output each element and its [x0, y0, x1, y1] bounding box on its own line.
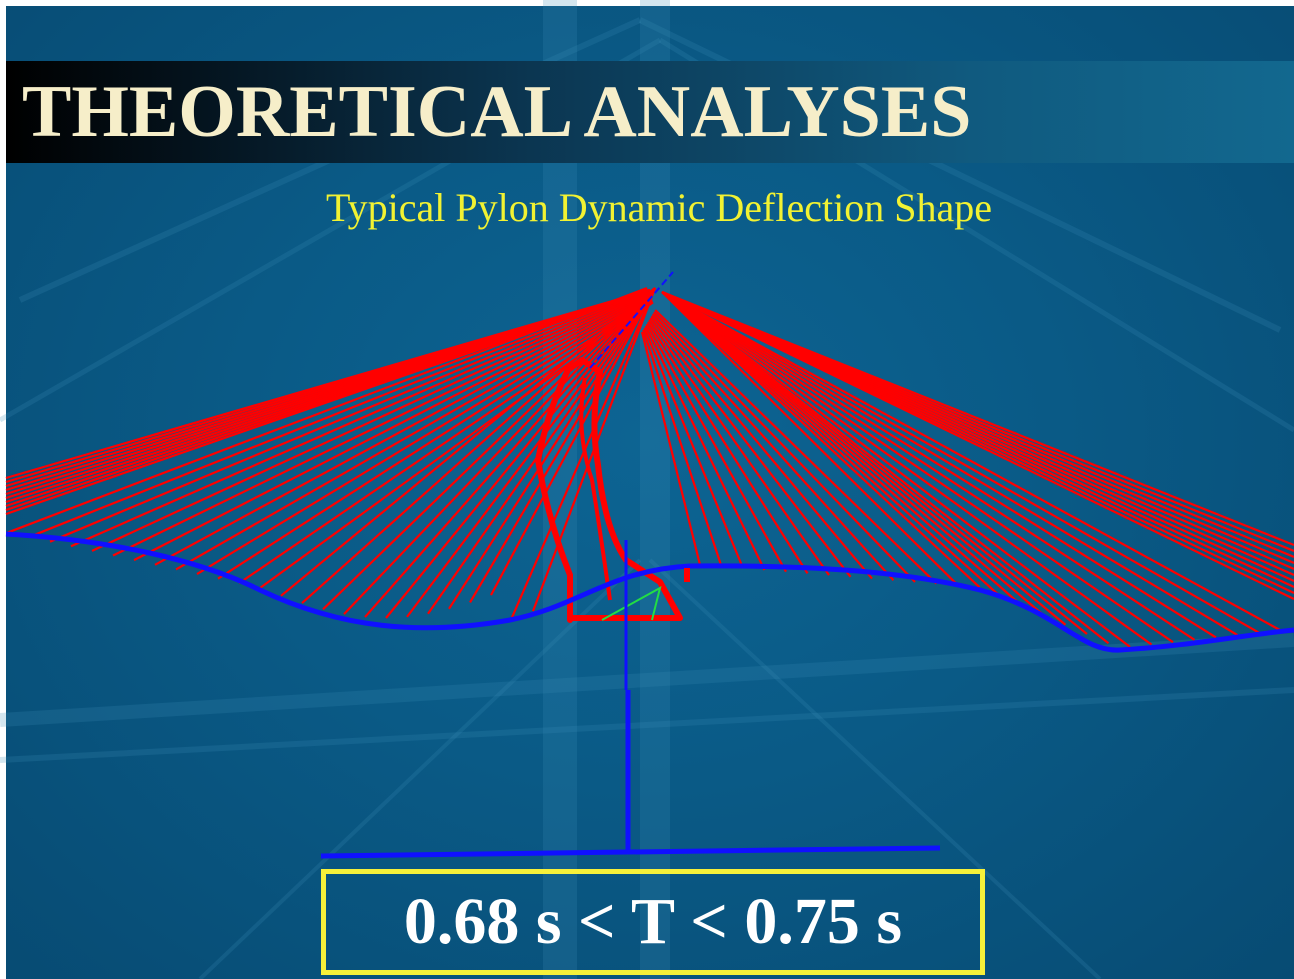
- cable-left-9: [175, 296, 652, 571]
- cable-left-14: [280, 287, 656, 597]
- deck-marker: [684, 568, 690, 582]
- cable-left-24: [490, 287, 656, 596]
- cable-right-5: [645, 323, 787, 573]
- cable-left-10: [196, 297, 653, 575]
- cable-right-8: [649, 317, 852, 578]
- cable-right-25: [661, 291, 1217, 639]
- cable-right-15: [661, 291, 1002, 598]
- cable-left-4: [70, 290, 649, 548]
- cable-left-20: [406, 287, 656, 618]
- cable-right-2: [642, 329, 723, 567]
- cable-right-7: [648, 319, 830, 576]
- cable-left-5: [91, 291, 650, 552]
- slide-left-edge: [0, 0, 6, 979]
- cable-left-16: [322, 287, 656, 611]
- cable-right-16: [661, 291, 1024, 608]
- cable-right-4: [644, 325, 766, 571]
- slide-top-edge: [0, 0, 1294, 6]
- cable-left-15: [301, 287, 656, 604]
- stay-cables: [5, 286, 1294, 648]
- cable-right-13: [661, 291, 959, 587]
- cable-right-27: [661, 291, 1260, 634]
- slide-subtitle: Typical Pylon Dynamic Deflection Shape: [326, 185, 992, 230]
- deflected-pylon: [535, 357, 683, 623]
- period-result-box: 0.68 s < T < 0.75 s: [321, 869, 985, 975]
- cable-back-left-10: [5, 288, 651, 516]
- cable-left-2: [28, 288, 648, 539]
- cable-left-3: [49, 289, 649, 543]
- cable-right-21: [661, 291, 1131, 648]
- pylon-green-detail: [601, 586, 662, 621]
- cable-right-24: [661, 291, 1196, 641]
- cable-right-22: [661, 291, 1153, 646]
- cable-right-20: [661, 291, 1110, 645]
- cable-left-7: [133, 294, 651, 562]
- cable-left-22: [448, 287, 656, 610]
- cable-left-17: [343, 287, 656, 615]
- cable-right-10: [651, 313, 895, 582]
- cable-left-6: [112, 293, 650, 557]
- period-result-text: 0.68 s < T < 0.75 s: [403, 885, 903, 958]
- cable-left-11: [217, 299, 653, 580]
- pylon-inner-leg: [579, 377, 612, 601]
- cable-left-19: [385, 287, 656, 619]
- title-band: [6, 61, 1294, 163]
- cable-right-14: [661, 291, 981, 588]
- deflected-deck: [5, 531, 1294, 653]
- cable-left-13: [259, 301, 654, 589]
- foundation-line: [320, 845, 941, 859]
- cable-back-right-10: [661, 291, 1294, 600]
- cable-left-23: [469, 287, 656, 604]
- cable-right-6: [647, 321, 809, 574]
- slide-title: THEORETICAL ANALYSES: [22, 71, 972, 153]
- cable-left-8: [154, 295, 652, 566]
- pylon-axis: [589, 271, 674, 369]
- cable-right-3: [643, 327, 745, 569]
- cable-left-18: [364, 287, 656, 618]
- cable-right-28: [661, 291, 1282, 632]
- cable-left-12: [238, 300, 654, 585]
- cable-right-9: [650, 315, 873, 580]
- cable-right-23: [661, 291, 1174, 644]
- cable-right-11: [653, 311, 916, 583]
- cable-right-26: [661, 291, 1239, 637]
- cable-right-1: [640, 331, 702, 566]
- cable-right-12: [654, 309, 938, 585]
